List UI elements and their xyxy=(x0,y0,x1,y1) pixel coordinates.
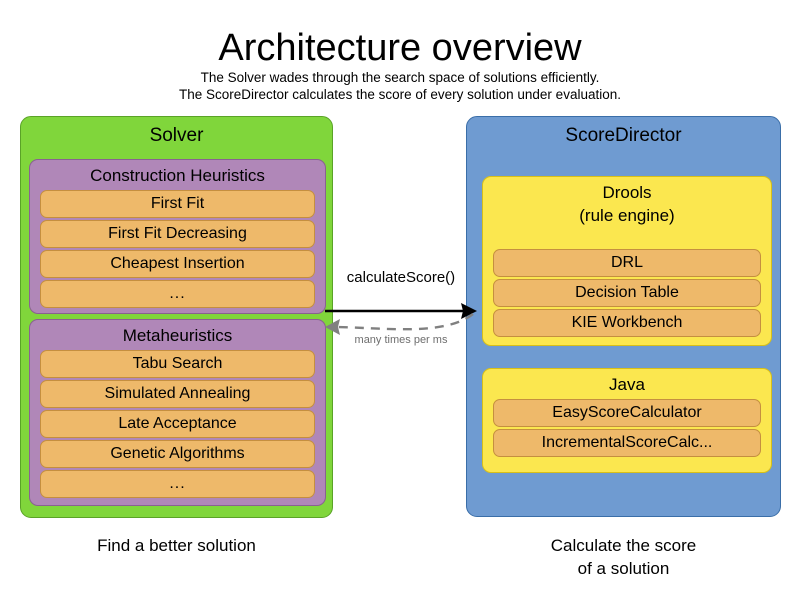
solver-panel-title: Solver xyxy=(149,125,204,146)
list-item[interactable]: Genetic Algorithms xyxy=(40,440,315,468)
list-item-more[interactable]: ... xyxy=(40,280,315,308)
subtitle-line-2: The ScoreDirector calculates the score o… xyxy=(179,87,621,102)
scoredirector-caption-line-2: of a solution xyxy=(577,559,670,578)
group-drools-title-line-1: Drools xyxy=(602,183,652,202)
solver-caption: Find a better solution xyxy=(97,536,256,555)
list-item[interactable]: Late Acceptance xyxy=(40,410,315,438)
calculate-score-label: calculateScore() xyxy=(346,269,456,286)
group-drools: Drools (rule engine) DRL Decision Table … xyxy=(482,176,772,346)
list-item[interactable]: KIE Workbench xyxy=(493,309,761,337)
scoredirector-caption: Calculate the score of a solution xyxy=(466,534,781,580)
calculate-score-arrow xyxy=(325,303,477,319)
scoredirector-panel-title: ScoreDirector xyxy=(565,125,682,146)
connection-arrows: calculateScore() many times per ms xyxy=(325,268,477,356)
java-item-list: EasyScoreCalculator IncrementalScoreCalc… xyxy=(493,399,761,457)
group-metaheuristics: Metaheuristics Tabu Search Simulated Ann… xyxy=(29,319,326,506)
many-times-per-ms-label: many times per ms xyxy=(354,334,448,346)
many-times-per-ms-arrow xyxy=(325,313,474,335)
group-drools-title: Drools (rule engine) xyxy=(483,181,771,227)
list-item[interactable]: IncrementalScoreCalc... xyxy=(493,429,761,457)
metaheuristics-item-list: Tabu Search Simulated Annealing Late Acc… xyxy=(40,350,315,498)
construction-heuristics-item-list: First Fit First Fit Decreasing Cheapest … xyxy=(40,190,315,308)
group-construction-heuristics: Construction Heuristics First Fit First … xyxy=(29,159,326,314)
subtitle-line-1: The Solver wades through the search spac… xyxy=(200,70,600,85)
group-java: Java EasyScoreCalculator IncrementalScor… xyxy=(482,368,772,473)
group-java-title: Java xyxy=(609,375,645,394)
group-construction-heuristics-title: Construction Heuristics xyxy=(90,166,265,185)
scoredirector-caption-line-1: Calculate the score xyxy=(550,536,697,555)
list-item-more[interactable]: ... xyxy=(40,470,315,498)
list-item[interactable]: Decision Table xyxy=(493,279,761,307)
solver-panel: Solver Construction Heuristics First Fit… xyxy=(20,116,333,518)
drools-item-list: DRL Decision Table KIE Workbench xyxy=(493,249,761,337)
group-drools-title-line-2: (rule engine) xyxy=(579,206,675,225)
page-title: Architecture overview xyxy=(218,27,582,69)
list-item[interactable]: Tabu Search xyxy=(40,350,315,378)
list-item[interactable]: Cheapest Insertion xyxy=(40,250,315,278)
list-item[interactable]: EasyScoreCalculator xyxy=(493,399,761,427)
list-item[interactable]: DRL xyxy=(493,249,761,277)
group-metaheuristics-title: Metaheuristics xyxy=(122,326,233,345)
list-item[interactable]: Simulated Annealing xyxy=(40,380,315,408)
list-item[interactable]: First Fit xyxy=(40,190,315,218)
arrow-svg xyxy=(325,303,477,335)
scoredirector-panel: ScoreDirector Drools (rule engine) DRL D… xyxy=(466,116,781,517)
list-item[interactable]: First Fit Decreasing xyxy=(40,220,315,248)
